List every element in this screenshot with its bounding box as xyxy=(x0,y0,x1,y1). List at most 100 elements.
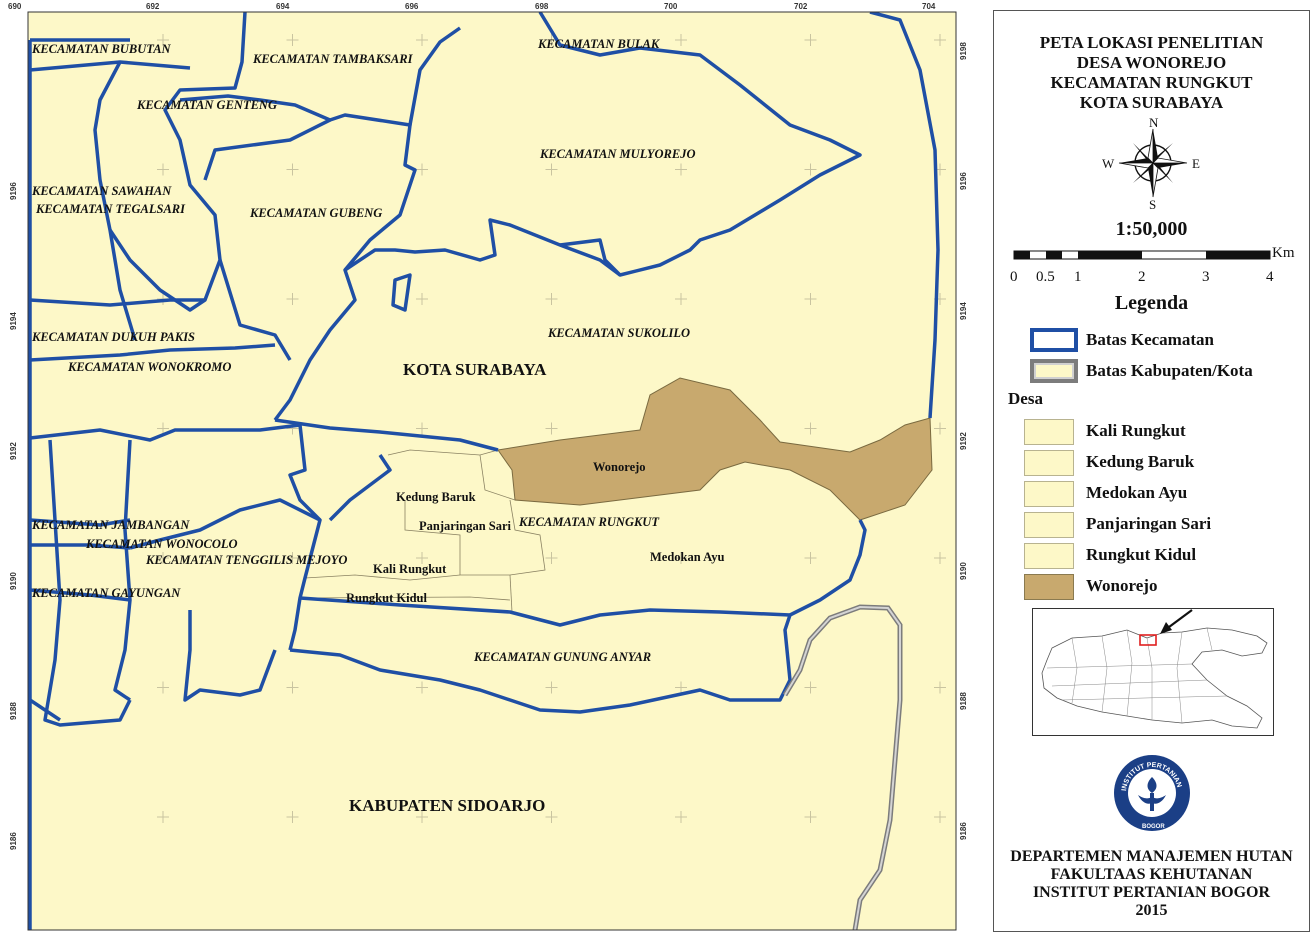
inset-map xyxy=(1032,608,1274,736)
coord-left-9188: 9188 xyxy=(9,702,18,720)
scale-tick-0-5: 0.5 xyxy=(1036,269,1055,285)
swatch-rungkut-kidul xyxy=(1024,543,1074,569)
label-kec-tenggilis: KECAMATAN TENGGILIS MEJOYO xyxy=(145,553,347,567)
coord-right-9186: 9186 xyxy=(959,822,968,840)
coord-right-9194: 9194 xyxy=(959,302,968,320)
coord-left-9192: 9192 xyxy=(9,442,18,460)
label-kec-bubutan: KECAMATAN BUBUTAN xyxy=(31,42,172,56)
coord-right-9198: 9198 xyxy=(959,42,968,60)
legend-item-batas-kecamatan: Batas Kecamatan xyxy=(1086,330,1214,349)
coord-right-9196: 9196 xyxy=(959,172,968,190)
coord-top-702: 702 xyxy=(794,2,808,11)
legend-title-line-1: PETA LOKASI PENELITIAN xyxy=(1039,33,1264,52)
coord-top-690: 690 xyxy=(8,2,22,11)
kecamatan-boundaries xyxy=(28,10,940,930)
legend-heading: Legenda xyxy=(1114,292,1189,314)
swatch-kedung-baruk xyxy=(1024,450,1074,476)
label-kec-gubeng: KECAMATAN GUBENG xyxy=(249,206,382,220)
scale-tick-3: 3 xyxy=(1202,269,1210,285)
legend-item-batas-kabupaten: Batas Kabupaten/Kota xyxy=(1086,361,1253,380)
coord-strip-bottom xyxy=(0,930,985,938)
desa-boundaries xyxy=(299,449,546,613)
label-kec-gayungan: KECAMATAN GAYUNGAN xyxy=(31,586,181,600)
swatch-panjaringan-sari xyxy=(1024,512,1074,538)
coord-strip-top xyxy=(0,0,985,12)
legend-desa-panjaringan-sari: Panjaringan Sari xyxy=(1086,514,1212,533)
compass-e: E xyxy=(1192,156,1200,171)
label-kec-bulak: KECAMATAN BULAK xyxy=(537,37,661,51)
label-kec-sukolilo: KECAMATAN SUKOLILO xyxy=(547,326,690,340)
label-kec-tambaksari: KECAMATAN TAMBAKSARI xyxy=(252,52,414,66)
desa-heading: Desa xyxy=(1008,389,1043,408)
coord-top-698: 698 xyxy=(535,2,549,11)
footer-line-2: FAKULTAAS KEHUTANAN xyxy=(1050,866,1253,883)
label-kec-wonocolo: KECAMATAN WONOCOLO xyxy=(85,537,238,551)
label-desa-rungkut-kidul: Rungkut Kidul xyxy=(346,591,427,605)
label-desa-kali-rungkut: Kali Rungkut xyxy=(373,562,447,576)
label-desa-panjaringan-sari: Panjaringan Sari xyxy=(419,519,512,533)
legend-desa-medokan-ayu: Medokan Ayu xyxy=(1086,483,1188,502)
compass-n: N xyxy=(1149,115,1159,130)
label-kec-tegalsari: KECAMATAN TEGALSARI xyxy=(35,202,186,216)
label-kec-mulyorejo: KECAMATAN MULYOREJO xyxy=(539,147,695,161)
swatch-wonorejo xyxy=(1024,574,1074,600)
scale-tick-2: 2 xyxy=(1138,269,1146,285)
label-desa-wonorejo: Wonorejo xyxy=(593,460,646,474)
compass-rose-icon: N S W E xyxy=(1102,115,1200,211)
coord-top-700: 700 xyxy=(664,2,678,11)
coord-top-704: 704 xyxy=(922,2,936,11)
label-kec-dukuh-pakis: KECAMATAN DUKUH PAKIS xyxy=(31,330,195,344)
label-desa-kedung-baruk: Kedung Baruk xyxy=(396,490,476,504)
scale-tick-1: 1 xyxy=(1074,269,1082,285)
map-svg[interactable]: 690 692 694 696 698 700 702 704 9198 919… xyxy=(0,0,985,938)
coord-top-696: 696 xyxy=(405,2,419,11)
map-neatline xyxy=(27,11,957,931)
coord-strip-right xyxy=(956,0,985,938)
legend-title-line-2: DESA WONOREJO xyxy=(1076,53,1227,72)
label-kec-gunung-anyar: KECAMATAN GUNUNG ANYAR xyxy=(473,650,651,664)
grid-crosses xyxy=(157,34,946,823)
scale-ratio: 1:50,000 xyxy=(1115,218,1188,240)
swatch-medokan-ayu xyxy=(1024,481,1074,507)
scale-tick-4: 4 xyxy=(1266,269,1274,285)
inset-location-box xyxy=(1139,634,1157,646)
legend-desa-kali-rungkut: Kali Rungkut xyxy=(1086,421,1186,440)
ipb-logo-icon: INSTITUT PERTANIAN BOGOR xyxy=(1114,755,1190,831)
label-desa-medokan-ayu: Medokan Ayu xyxy=(650,550,724,564)
scale-tick-0: 0 xyxy=(1010,269,1018,285)
label-kota-surabaya: KOTA SURABAYA xyxy=(403,360,547,379)
legend-desa-wonorejo: Wonorejo xyxy=(1086,576,1158,595)
inset-arrow-icon xyxy=(1160,622,1172,634)
coord-right-9188: 9188 xyxy=(959,692,968,710)
label-kec-sawahan: KECAMATAN SAWAHAN xyxy=(31,184,172,198)
swatch-batas-kabupaten xyxy=(1030,359,1078,383)
legend-title-line-3: KECAMATAN RUNGKUT xyxy=(1050,73,1253,92)
label-kec-genteng: KECAMATAN GENTENG xyxy=(136,98,277,112)
swatch-kali-rungkut xyxy=(1024,419,1074,445)
legend-desa-kedung-baruk: Kedung Baruk xyxy=(1086,452,1195,471)
label-kec-wonokromo: KECAMATAN WONOKROMO xyxy=(67,360,231,374)
coord-left-9190: 9190 xyxy=(9,572,18,590)
coord-left-9194: 9194 xyxy=(9,312,18,330)
svg-text:BOGOR: BOGOR xyxy=(1142,824,1165,830)
footer-line-1: DEPARTEMEN MANAJEMEN HUTAN xyxy=(1010,848,1293,865)
coord-left-9186: 9186 xyxy=(9,832,18,850)
coord-left-9196: 9196 xyxy=(9,182,18,200)
coord-top-692: 692 xyxy=(146,2,160,11)
label-kec-rungkut: KECAMATAN RUNGKUT xyxy=(518,515,660,529)
label-kec-jambangan: KECAMATAN JAMBANGAN xyxy=(31,518,190,532)
scale-bar xyxy=(1013,250,1271,260)
coord-strip-left xyxy=(0,0,28,938)
scale-unit: Km xyxy=(1272,245,1295,261)
swatch-batas-kecamatan xyxy=(1030,328,1078,352)
footer-line-4: 2015 xyxy=(1135,902,1168,919)
label-kab-sidoarjo: KABUPATEN SIDOARJO xyxy=(349,796,545,815)
footer-line-3: INSTITUT PERTANIAN BOGOR xyxy=(1032,884,1271,901)
coord-right-9190: 9190 xyxy=(959,562,968,580)
compass-w: W xyxy=(1102,156,1115,171)
legend-title-line-4: KOTA SURABAYA xyxy=(1079,93,1224,112)
legend-desa-rungkut-kidul: Rungkut Kidul xyxy=(1086,545,1197,564)
legend-panel: PETA LOKASI PENELITIAN DESA WONOREJO KEC… xyxy=(993,10,1310,932)
wonorejo-area[interactable] xyxy=(497,377,933,521)
map-frame[interactable]: 690 692 694 696 698 700 702 704 9198 919… xyxy=(0,0,985,938)
